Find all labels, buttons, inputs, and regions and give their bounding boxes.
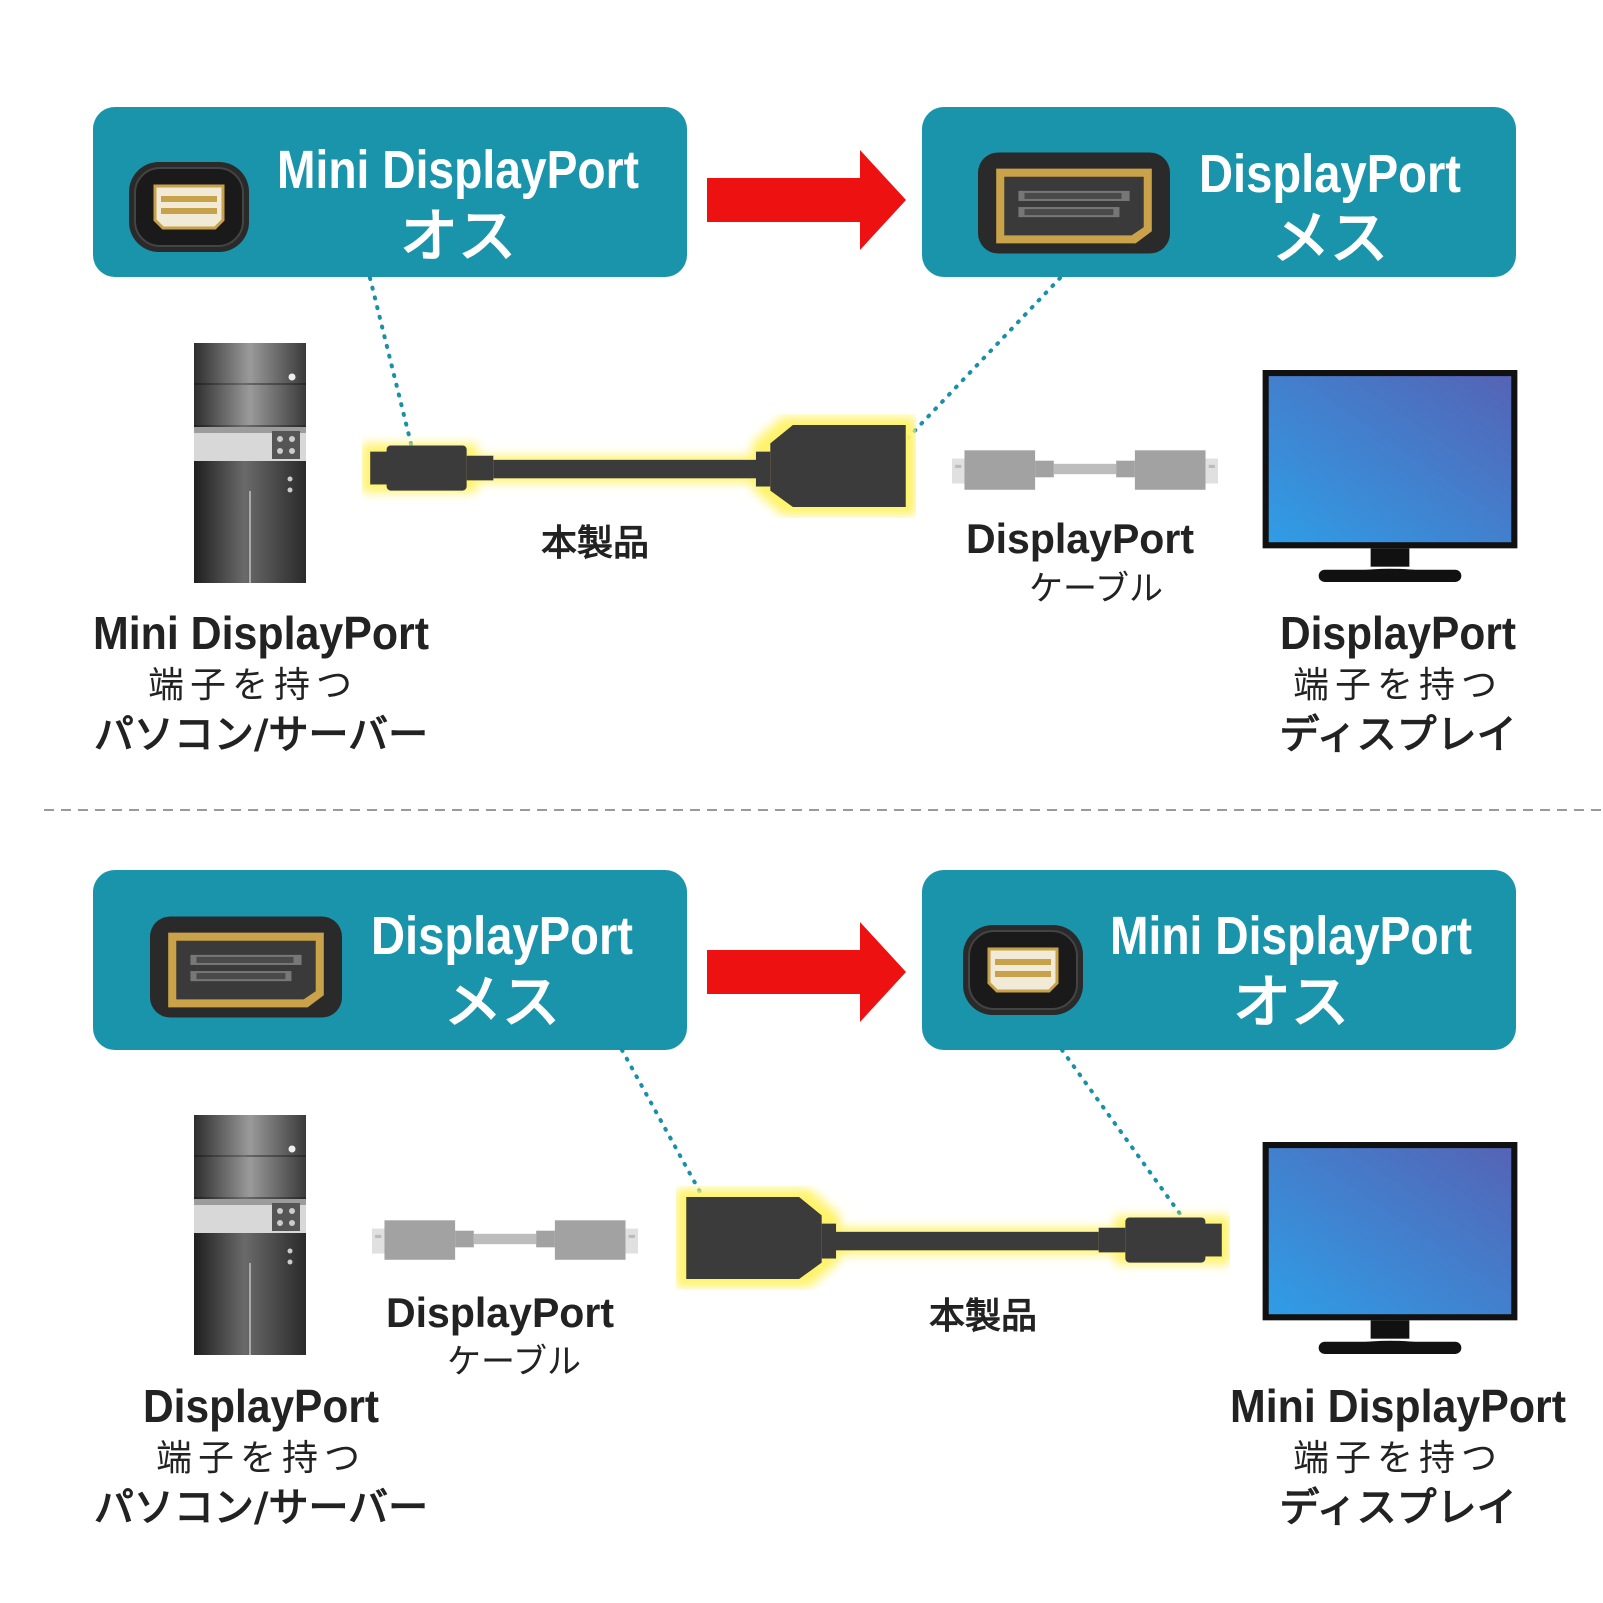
bottom-source-box: DisplayPort メス: [93, 870, 687, 1050]
top-source-title: Mini DisplayPort: [277, 140, 639, 200]
top-section: Mini DisplayPort オス DisplayPort メス 本製品 D…: [93, 107, 1518, 758]
top-display-port-label: DisplayPort: [1280, 607, 1516, 659]
top-product-label: 本製品: [541, 523, 649, 564]
bottom-display-port-label: Mini DisplayPort: [1230, 1380, 1566, 1432]
top-display-terminal-label: 端子を持つ: [1293, 665, 1503, 706]
top-leader-line-left: [368, 276, 419, 470]
bottom-computer-terminal-label: 端子を持つ: [156, 1438, 366, 1479]
monitor-icon: [1262, 370, 1518, 582]
bottom-target-subtitle: オス: [1233, 968, 1349, 1036]
bottom-computer-type-label: パソコン/サーバー: [94, 1485, 428, 1531]
top-product-adapter: [362, 417, 916, 515]
bottom-section: DisplayPort メス Mini DisplayPort オス 本製品 D…: [93, 870, 1566, 1531]
top-source-box: Mini DisplayPort オス: [93, 107, 687, 277]
top-computer-type-label: パソコン/サーバー: [94, 712, 428, 758]
bottom-product-adapter: [676, 1189, 1230, 1287]
bottom-source-title: DisplayPort: [371, 906, 633, 966]
bottom-target-title: Mini DisplayPort: [1110, 906, 1472, 966]
top-displayport-cable-icon: [952, 450, 1218, 490]
bottom-displayport-cable-icon: [372, 1220, 638, 1260]
mini-displayport-connector-icon: [128, 162, 250, 252]
top-right-arrow-icon: [707, 150, 906, 250]
top-cable-label: DisplayPort: [966, 515, 1194, 562]
displayport-connector-icon: [978, 152, 1170, 254]
bottom-display-terminal-label: 端子を持つ: [1293, 1438, 1503, 1479]
top-leader-line-right: [901, 276, 1062, 445]
pc-tower-icon: [194, 342, 306, 584]
bottom-right-arrow-icon: [707, 922, 906, 1022]
displayport-connector-icon: [150, 916, 342, 1018]
bottom-product-label: 本製品: [929, 1296, 1037, 1337]
bottom-cable-label: DisplayPort: [386, 1289, 614, 1336]
bottom-cable-sublabel: ケーブル: [447, 1342, 581, 1382]
bottom-display-type-label: ディスプレイ: [1279, 1485, 1516, 1531]
pc-tower-icon: [194, 1114, 306, 1356]
top-computer-terminal-label: 端子を持つ: [148, 665, 358, 706]
monitor-icon: [1262, 1142, 1518, 1354]
mini-displayport-connector-icon: [962, 925, 1084, 1015]
top-target-subtitle: メス: [1272, 204, 1388, 272]
top-cable-sublabel: ケーブル: [1029, 569, 1163, 609]
bottom-source-subtitle: メス: [444, 968, 560, 1036]
bottom-target-box: Mini DisplayPort オス: [922, 870, 1516, 1050]
top-source-subtitle: オス: [400, 202, 516, 270]
bottom-computer-port-label: DisplayPort: [143, 1380, 379, 1432]
bottom-leader-line-right: [1060, 1048, 1195, 1234]
top-display-type-label: ディスプレイ: [1279, 712, 1516, 758]
top-target-box: DisplayPort メス: [922, 107, 1516, 277]
top-target-title: DisplayPort: [1199, 144, 1461, 204]
top-computer-port-label: Mini DisplayPort: [93, 607, 429, 659]
